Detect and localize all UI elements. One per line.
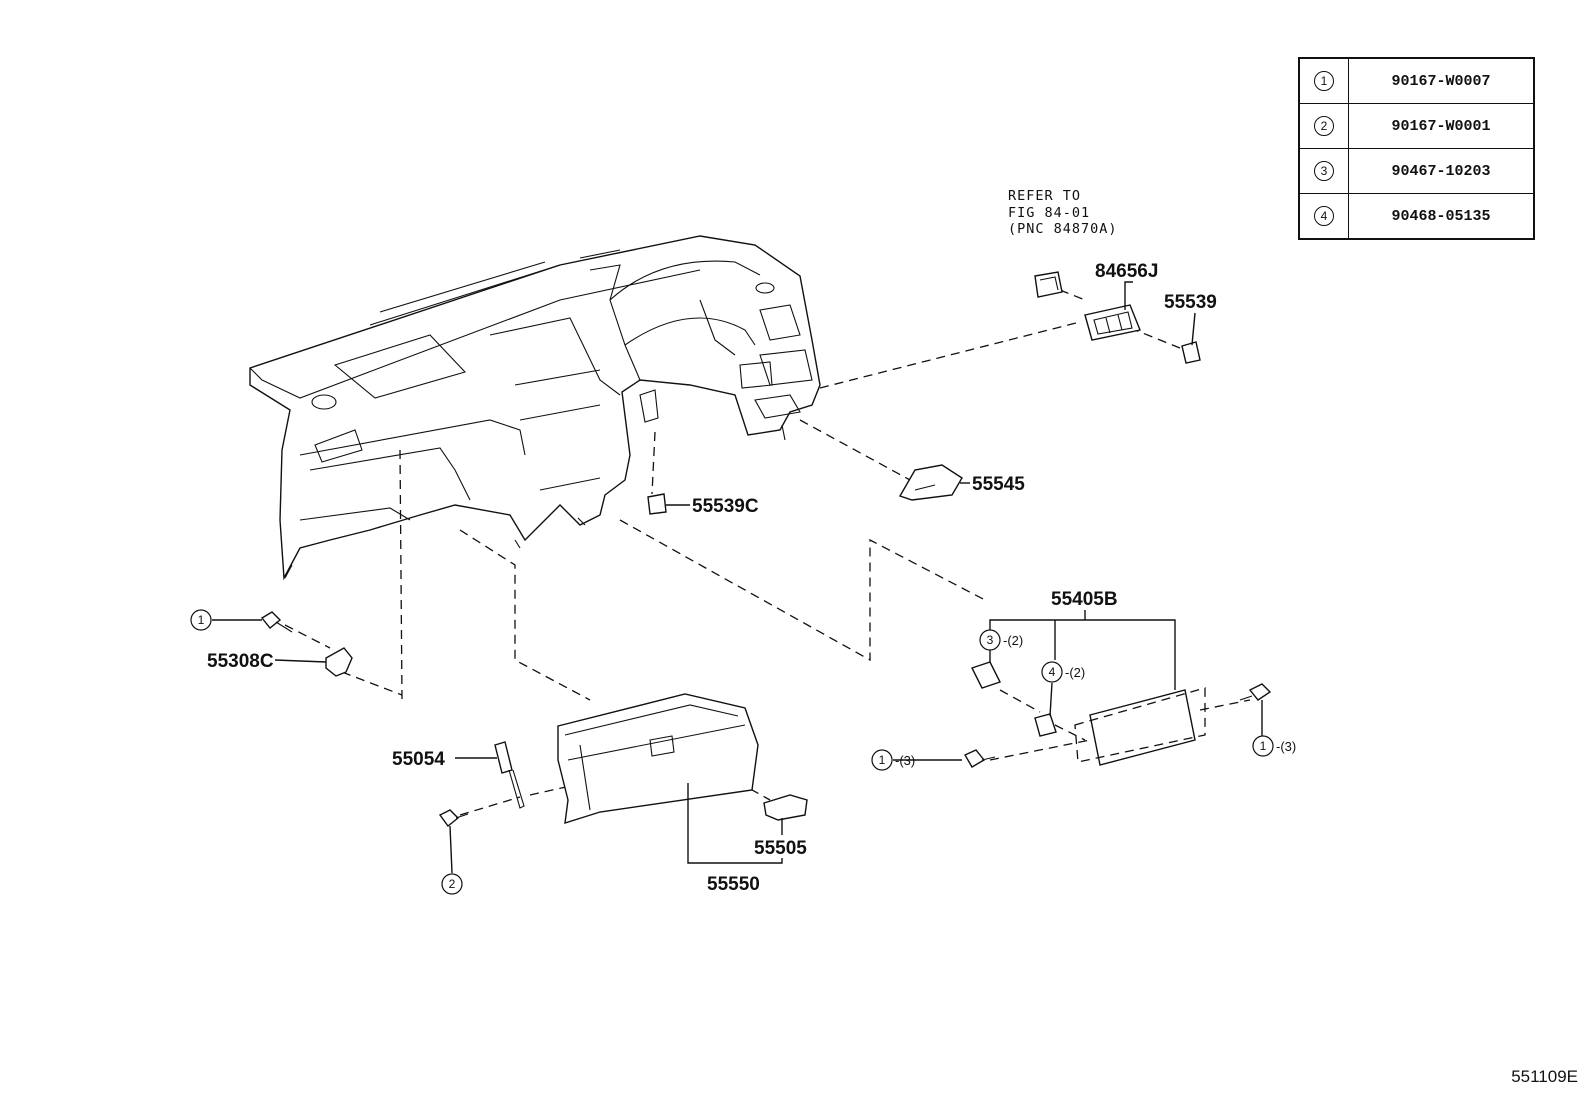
- legend-row: 2 90167-W0001: [1298, 103, 1535, 149]
- part-55545-cover: [898, 464, 963, 501]
- label-55539: 55539: [1164, 292, 1217, 313]
- callout-2-bottom: 2: [441, 873, 463, 895]
- callout-4-mid: 4 -(2): [1041, 661, 1085, 683]
- svg-text:4: 4: [1049, 665, 1056, 679]
- label-55405B: 55405B: [1051, 589, 1118, 610]
- label-55545: 55545: [972, 474, 1025, 495]
- legend-row: 1 90167-W0007: [1298, 57, 1535, 104]
- part-84870A-switch: [1034, 271, 1063, 298]
- legend-number: 4: [1314, 206, 1334, 226]
- legend-part-number: 90468-05135: [1348, 193, 1535, 240]
- leader-lines: [284, 289, 1251, 816]
- solid-leaders: [212, 281, 1263, 874]
- instrument-panel-drawing: [249, 235, 821, 581]
- part-55405B-striker-lock: [964, 661, 1272, 768]
- label-55539C: 55539C: [692, 496, 759, 517]
- callout-1-lock: 1 -(3): [871, 749, 915, 771]
- part-55539C-clip: [647, 493, 667, 515]
- qty-4-mid: -(2): [1065, 665, 1085, 680]
- part-55539-clip: [1181, 341, 1201, 364]
- legend-row: 4 90468-05135: [1298, 193, 1535, 240]
- svg-text:1: 1: [1260, 739, 1267, 753]
- label-55505: 55505: [754, 838, 807, 859]
- svg-text:1: 1: [198, 613, 205, 627]
- label-55550: 55550: [707, 874, 760, 895]
- refer-note-line1: REFER TO: [1008, 188, 1081, 204]
- part-55505-latch: [763, 794, 808, 821]
- legend-number: 3: [1314, 161, 1334, 181]
- part-84656J-bezel: [1084, 304, 1141, 341]
- qty-3-top: -(2): [1003, 633, 1023, 648]
- callout-1-left: 1: [190, 609, 212, 631]
- legend-number: 2: [1314, 116, 1334, 136]
- svg-text:2: 2: [449, 877, 456, 891]
- legend-part-number: 90467-10203: [1348, 148, 1535, 194]
- legend-part-number: 90167-W0007: [1348, 57, 1535, 104]
- callout-3-top: 3 -(2): [979, 629, 1023, 651]
- svg-text:1: 1: [879, 753, 886, 767]
- label-55308C: 55308C: [207, 651, 274, 672]
- callout-1-right: 1 -(3): [1252, 735, 1296, 757]
- label-55054: 55054: [392, 749, 445, 770]
- qty-1-right: -(3): [1276, 739, 1296, 754]
- qty-1-lock: -(3): [895, 753, 915, 768]
- fastener-legend-table: 1 90167-W0007 2 90167-W0001 3 90467-1020…: [1298, 57, 1535, 240]
- refer-note-line2: FIG 84-01: [1008, 205, 1090, 221]
- refer-note: REFER TO FIG 84-01 (PNC 84870A): [1008, 188, 1118, 237]
- part-55308C-bracket: [325, 647, 353, 677]
- screw-bottom-left: [438, 809, 469, 828]
- legend-number: 1: [1314, 71, 1334, 91]
- part-55550-glove-box: [557, 693, 759, 824]
- part-55054-damper: [494, 741, 525, 809]
- bolt-left: [260, 611, 293, 633]
- legend-row: 3 90467-10203: [1298, 148, 1535, 194]
- figure-code: 551109E: [1511, 1067, 1578, 1086]
- svg-text:3: 3: [987, 633, 994, 647]
- legend-part-number: 90167-W0001: [1348, 103, 1535, 149]
- label-84656J: 84656J: [1095, 261, 1158, 282]
- refer-note-line3: (PNC 84870A): [1008, 221, 1118, 237]
